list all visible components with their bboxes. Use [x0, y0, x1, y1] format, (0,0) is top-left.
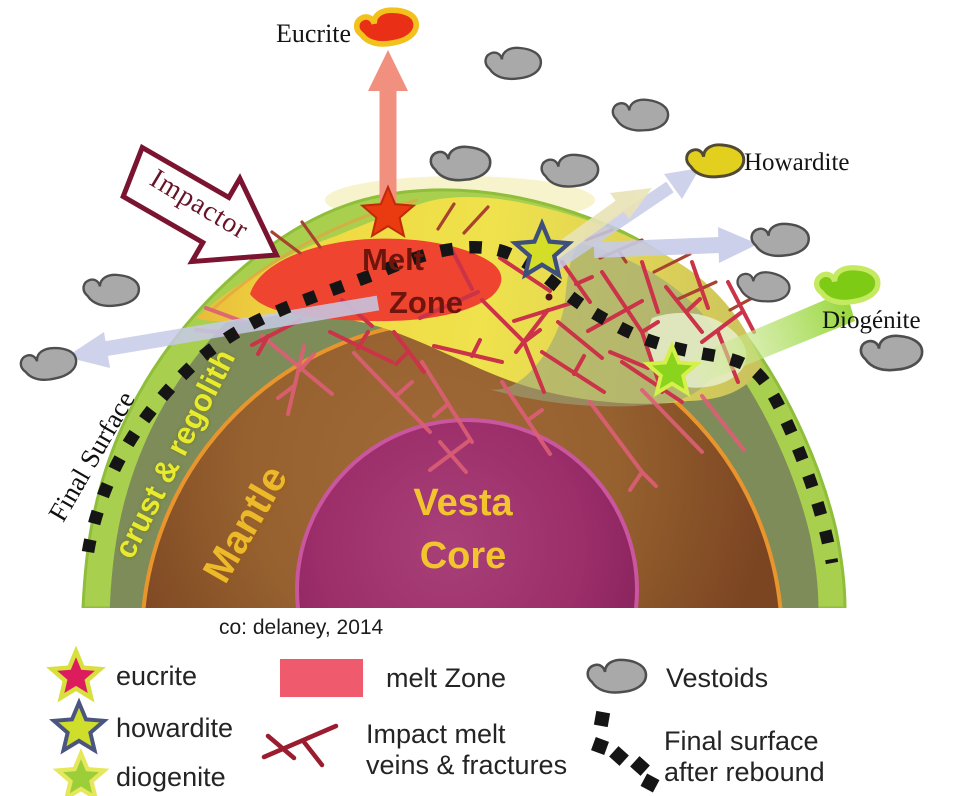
legend-vestoid-icon: [586, 658, 648, 694]
legend-impact-melt-label: Impact melt veins & fractures: [366, 719, 567, 781]
vesta-core-label-line1: Vesta: [413, 482, 513, 524]
melt-dot: [545, 293, 553, 301]
legend-howardite-star-icon: [51, 700, 107, 753]
eucrite-meteorite-icon: [356, 8, 418, 45]
impactor-arrow: [120, 143, 281, 265]
vestoid-icon: [750, 222, 810, 258]
legend-eucrite-star-icon: [52, 651, 101, 697]
howardite-meteorite-icon: [685, 143, 746, 179]
vesta-core: [295, 418, 639, 608]
legend-veins-icon: [261, 723, 339, 768]
vesta-core-label-line2: Core: [419, 535, 507, 577]
diogenite-meteorite-icon: [816, 266, 879, 303]
legend-diogenite-star-icon: [58, 754, 104, 796]
eucrite-label: Eucrite: [276, 19, 352, 48]
ejecta-arrow-right: [593, 227, 758, 263]
legend-final-surface-icon: [591, 710, 660, 793]
melt-zone-label-line1: Melt: [362, 242, 424, 277]
legend-eucrite-label: eucrite: [116, 661, 198, 691]
legend-impact-melt-line2: veins & fractures: [366, 750, 568, 780]
legend-diogenite-label: diogenite: [116, 762, 226, 792]
ejecta-arrow-howardite: [546, 168, 700, 274]
credit-caption: co: delaney, 2014: [219, 616, 384, 639]
howardite-label: Howardite: [744, 149, 850, 176]
legend-vestoids-label: Vestoids: [666, 663, 769, 693]
vestoid-icon: [540, 153, 600, 188]
legend-final-surface-label: Final surface after rebound: [664, 726, 825, 788]
vestoid-icon: [82, 273, 141, 308]
vestoid-icon: [610, 96, 671, 134]
legend-howardite-label: howardite: [116, 713, 234, 743]
diogenite-label: Diogénite: [822, 307, 921, 334]
impact-veins-pink: [194, 306, 746, 492]
legend-melt-zone-label: melt Zone: [386, 663, 507, 693]
legend-final-surface-line1: Final surface: [664, 726, 819, 756]
legend-final-surface-line2: after rebound: [664, 757, 825, 787]
vesta-core-label: Vesta Core: [380, 477, 546, 583]
legend-melt-zone-swatch: [280, 659, 363, 697]
impact-veins-crimson: [250, 248, 756, 404]
legend-impact-melt-line1: Impact melt: [366, 719, 506, 749]
vestoid-icon: [859, 334, 924, 372]
melt-zone-label-line2: Zone: [389, 285, 464, 320]
vestoid-icon: [484, 46, 543, 81]
vestoid-icon: [18, 344, 79, 384]
vestoid-icon: [429, 145, 492, 182]
vestoid-icon: [734, 267, 793, 306]
